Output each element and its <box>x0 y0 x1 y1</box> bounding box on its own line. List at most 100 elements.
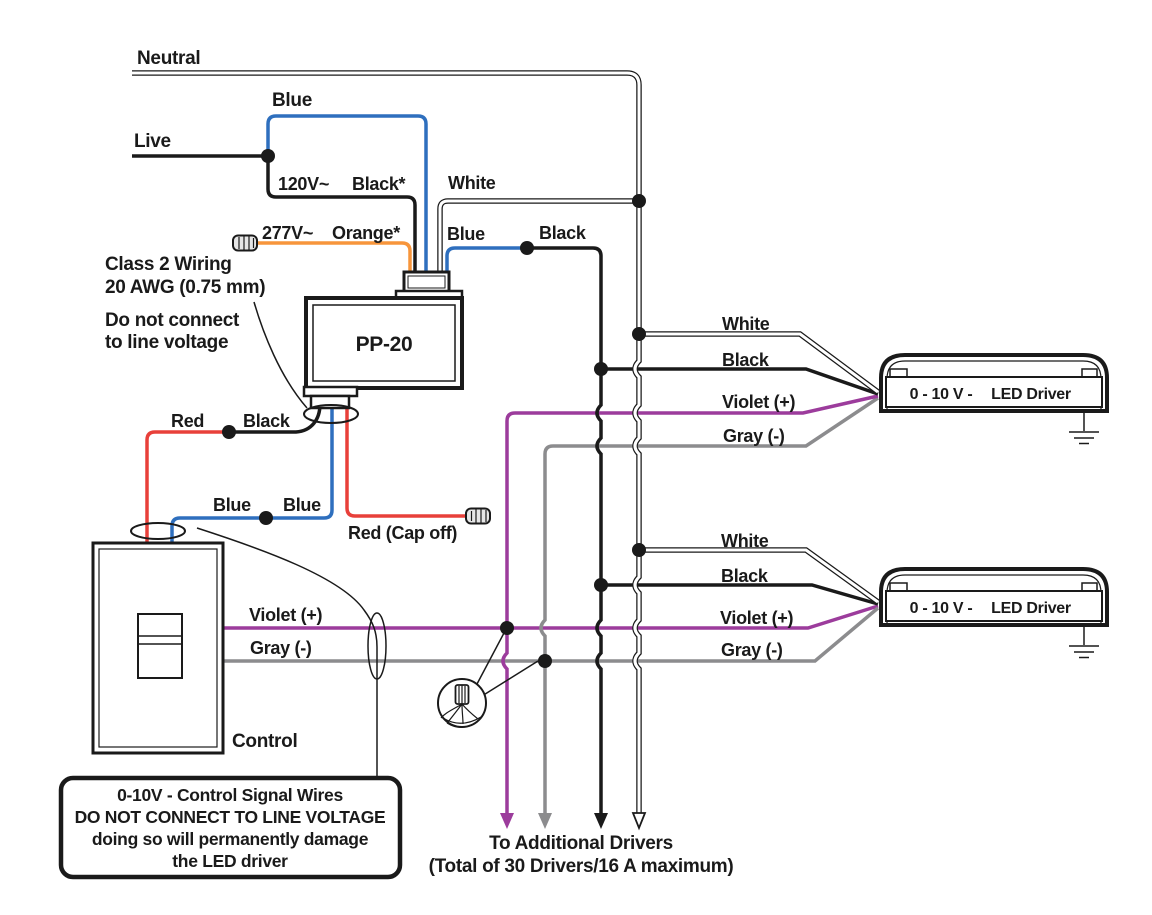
control-warning-pointer-line <box>196 527 378 778</box>
led-driver-1 <box>879 353 1109 445</box>
driver1-black-label: Black <box>722 350 770 370</box>
driver2-ground-symbol <box>1069 625 1099 659</box>
class2-pointer-line <box>253 301 308 409</box>
junction-dot <box>632 327 646 341</box>
junction-dot <box>500 621 514 635</box>
warning-box: 0-10V - Control Signal Wires DO NOT CONN… <box>58 775 403 880</box>
driver1-housing-inner <box>886 360 1102 411</box>
junction-dot <box>259 511 273 525</box>
labels: Neutral Live Blue 120V~ Black* White 277… <box>105 48 1071 877</box>
warning-line-3: doing so will permanently damage <box>92 829 369 849</box>
driver2-label-part1: 0 - 10 V - <box>910 600 973 617</box>
driver1-white-label: White <box>722 314 770 334</box>
control-body-inner <box>98 548 218 748</box>
white-pp20-label: White <box>448 173 496 193</box>
blue-pp20-label: Blue <box>447 224 485 244</box>
warning-line-4: the LED driver <box>172 851 288 871</box>
wirenut-pointer-line-2 <box>481 660 539 697</box>
red-control-wire <box>145 430 229 546</box>
junction-dot <box>632 543 646 557</box>
white-wires <box>132 70 880 814</box>
control-paddle <box>137 613 183 679</box>
red-wire-label: Red <box>171 411 204 431</box>
wire-nut-red-capoff <box>465 507 491 525</box>
warning-line-1: 0-10V - Control Signal Wires <box>117 785 343 805</box>
orange-277-wire-label: Orange* <box>332 223 400 243</box>
white-driver1-core <box>639 332 879 394</box>
black-splice-label: Black <box>539 223 587 243</box>
signal-wire-loop <box>367 612 387 680</box>
junction-dot <box>632 194 646 208</box>
driver1-label-part2: LED Driver <box>991 386 1071 403</box>
white-pp20-core <box>438 199 637 276</box>
additional-driver-arrows <box>500 812 647 831</box>
mains-wires <box>132 114 527 276</box>
black-driver1-wire <box>601 367 879 396</box>
control-station <box>91 522 225 755</box>
driver1-gray-label: Gray (-) <box>723 426 785 446</box>
wires <box>132 70 880 814</box>
junction-dots <box>222 149 646 668</box>
voltage-277-label: 277V~ <box>262 223 313 243</box>
black-120v-wire <box>266 156 417 276</box>
driver2-black-label: Black <box>721 566 769 586</box>
black-wire-label: Black <box>243 411 291 431</box>
callouts <box>196 301 539 778</box>
junction-dot <box>594 362 608 376</box>
driver2-violet-label: Violet (+) <box>720 608 793 628</box>
class2-note-line-1: Class 2 Wiring <box>105 254 232 275</box>
pp20-label: PP-20 <box>356 333 413 356</box>
junction-dot <box>520 241 534 255</box>
pp20-body-inner <box>312 304 456 382</box>
control-wire-loop <box>130 522 186 540</box>
neutral-bus-core <box>132 71 641 814</box>
wirenut-pointer-line-1 <box>476 632 505 685</box>
driver2-label-plate <box>885 590 1103 622</box>
orange-277v-wire <box>257 241 412 276</box>
driver1-label-plate <box>885 376 1103 408</box>
red-capoff-label: Red (Cap off) <box>348 523 457 543</box>
junction-dot <box>594 578 608 592</box>
blue-wire-label-1: Blue <box>213 495 251 515</box>
black-driver2-wire <box>601 583 879 606</box>
driver1-violet-label: Violet (+) <box>722 392 795 412</box>
driver1-label-part1: 0 - 10 V - <box>910 386 973 403</box>
live-label: Live <box>134 131 171 152</box>
footer-line-1: To Additional Drivers <box>489 833 673 854</box>
black-bus <box>527 246 603 814</box>
junction-dot <box>261 149 275 163</box>
violet-control-label: Violet (+) <box>249 605 322 625</box>
junction-dot <box>538 654 552 668</box>
class2-note-line-4: to line voltage <box>105 332 228 353</box>
wirenut-callout-circle <box>437 678 487 728</box>
voltage-120-label: 120V~ <box>278 174 329 194</box>
violet-bus <box>501 394 879 814</box>
control-paddle-lines <box>138 635 182 645</box>
gray-arrowhead <box>538 813 552 829</box>
violet-control-run <box>223 604 879 630</box>
driver2-gray-label: Gray (-) <box>721 640 783 660</box>
blue-control-wire <box>170 404 334 546</box>
pp20-power-pack <box>302 270 464 424</box>
gray-control-run <box>223 606 880 663</box>
class2-wires <box>145 403 468 546</box>
blue-wire-label-2: Blue <box>283 495 321 515</box>
driver1-ground-symbol <box>1069 411 1099 445</box>
violet-arrowhead <box>500 813 514 829</box>
black-120-wire-label: Black* <box>352 174 406 194</box>
footer-line-2: (Total of 30 Drivers/16 A maximum) <box>429 856 734 877</box>
driver2-label-part2: LED Driver <box>991 600 1071 617</box>
driver2-housing-inner <box>886 574 1102 625</box>
driver2-white-label: White <box>721 531 769 551</box>
class2-note-line-2: 20 AWG (0.75 mm) <box>105 277 265 298</box>
neutral-label: Neutral <box>137 48 200 69</box>
red-capoff-wire <box>345 404 468 518</box>
pp20-body <box>304 296 464 390</box>
blue-feed-label: Blue <box>272 90 312 111</box>
pp20-bottom-flange <box>302 385 359 398</box>
white-driver2-core <box>639 548 879 604</box>
blue-switched-wire <box>445 246 527 276</box>
pp20-top-connector-inner <box>407 275 446 289</box>
